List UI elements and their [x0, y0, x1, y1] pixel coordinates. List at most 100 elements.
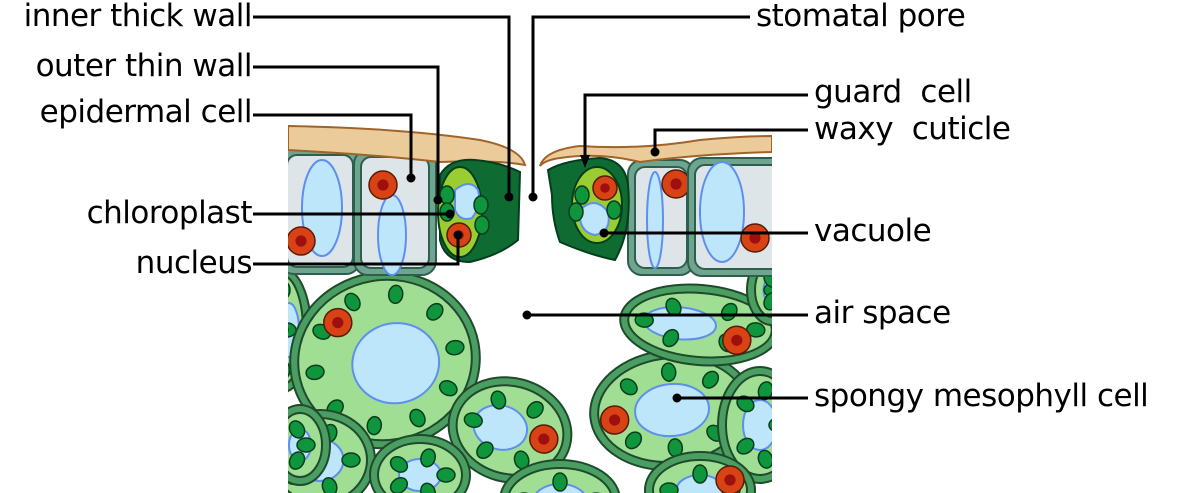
chloroplast-icon	[768, 418, 772, 432]
mesophyll-cell	[644, 451, 756, 493]
chloroplast-icon	[389, 477, 409, 493]
leader-waxy-cuticle	[653, 128, 808, 152]
leader-lines	[253, 15, 808, 403]
mesophyll-cell	[589, 348, 755, 472]
chloroplast-icon	[606, 200, 622, 220]
chloroplast-icon	[473, 195, 489, 215]
label-outer-thin-wall: outer thin wall	[35, 48, 253, 84]
chloroplast-icon	[463, 412, 483, 429]
label-guard-cell: guard cell	[814, 74, 972, 110]
leader-nucleus	[253, 235, 460, 266]
spongy-mesophyll-layer	[288, 254, 772, 493]
chloroplast-icon	[736, 437, 755, 455]
leader-guard-cell-arrow	[580, 155, 590, 168]
chloroplast-icon	[288, 360, 291, 380]
leader-chloroplast-dot	[445, 209, 455, 219]
epidermal-cell	[687, 157, 772, 277]
vacuole-icon	[578, 202, 610, 237]
chloroplast-icon	[692, 464, 708, 484]
chloroplast-icon	[701, 370, 720, 389]
chloroplast-icon	[526, 400, 544, 419]
nucleolus-icon	[749, 232, 761, 244]
label-vacuole: vacuole	[814, 213, 932, 249]
leader-spongy-mesophyll-cell-dot	[672, 393, 682, 403]
mesophyll-cell	[499, 459, 621, 493]
leader-guard-cell	[583, 93, 808, 160]
vacuole-icon	[351, 322, 441, 405]
chloroplast-icon	[420, 482, 437, 493]
vacuole-icon	[646, 171, 664, 269]
label-chloroplast: chloroplast	[86, 195, 253, 231]
chloroplast-icon	[420, 448, 436, 468]
nucleolus-icon	[724, 474, 736, 486]
chloroplast-icon	[288, 451, 306, 470]
label-inner-thick-wall: inner thick wall	[23, 0, 253, 34]
vacuole-icon	[699, 161, 745, 263]
guard-cell	[546, 156, 630, 262]
waxy-cuticle-left	[288, 124, 527, 167]
label-stomatal-pore: stomatal pore	[756, 0, 966, 34]
chloroplast-icon	[426, 302, 444, 321]
chloroplast-icon	[659, 482, 679, 493]
chloroplast-icon	[321, 477, 338, 493]
chloroplast-icon	[746, 322, 766, 338]
chloroplast-icon	[552, 472, 568, 492]
chloroplast-icon	[288, 322, 289, 338]
mesophyll-cell	[717, 366, 772, 484]
chloroplast-icon	[763, 291, 772, 311]
chloroplast-icon	[305, 364, 325, 381]
leader-inner-thick-wall	[253, 15, 511, 197]
label-spongy-mesophyll-cell: spongy mesophyll cell	[814, 378, 1149, 414]
mesophyll-cell	[369, 434, 471, 493]
chloroplast-icon	[490, 390, 507, 410]
mesophyll-cell	[619, 283, 772, 367]
chloroplast-icon	[474, 215, 490, 235]
vacuole-icon	[742, 399, 772, 451]
chloroplast-icon	[296, 437, 316, 453]
mesophyll-cell	[288, 404, 331, 486]
leader-stomatal-pore	[531, 15, 750, 197]
chloroplast-icon	[438, 380, 458, 397]
leader-nucleus-dot	[453, 230, 463, 240]
leader-vacuole-dot	[599, 228, 609, 238]
epidermis-layer	[288, 124, 772, 277]
chloroplast-icon	[341, 452, 361, 468]
chloroplast-icon	[436, 467, 456, 483]
chloroplast-icon	[366, 415, 383, 436]
mesophyll-cell	[289, 270, 481, 450]
leader-waxy-cuticle-dot	[650, 147, 660, 157]
chloroplast-icon	[574, 185, 590, 205]
nucleolus-icon	[377, 179, 389, 191]
chloroplast-icon	[476, 441, 494, 460]
chloroplast-icon	[288, 420, 306, 439]
chloroplast-icon	[619, 378, 638, 396]
leader-inner-thick-wall-dot	[504, 192, 514, 202]
leader-stomatal-pore-dot	[528, 192, 538, 202]
mesophyll-cell	[447, 376, 573, 484]
chloroplast-icon	[445, 339, 465, 356]
leader-epidermal-cell	[253, 113, 413, 178]
chloroplast-icon	[387, 284, 404, 305]
chloroplast-icon	[660, 362, 677, 382]
chloroplast-icon	[389, 455, 409, 473]
nucleolus-icon	[609, 414, 621, 426]
leader-outer-thin-wall	[253, 65, 440, 200]
nucleolus-icon	[332, 317, 344, 329]
epidermal-cell	[627, 159, 695, 276]
nucleolus-icon	[600, 183, 610, 193]
leader-outer-thin-wall-dot	[433, 195, 443, 205]
nucleolus-icon	[670, 178, 682, 190]
chloroplast-icon	[624, 431, 643, 450]
chloroplast-icon	[288, 322, 297, 338]
chloroplast-icon	[662, 328, 680, 348]
nucleolus-icon	[295, 235, 307, 247]
chloroplast-icon	[634, 312, 654, 328]
label-waxy-cuticle: waxy cuticle	[814, 111, 1011, 147]
leader-epidermal-cell-dot	[406, 173, 416, 183]
leader-air-space-dot	[522, 310, 532, 320]
nucleolus-icon	[538, 433, 550, 445]
chloroplast-icon	[568, 202, 584, 222]
chloroplast-icon	[288, 280, 291, 300]
epidermal-cell	[288, 147, 361, 275]
